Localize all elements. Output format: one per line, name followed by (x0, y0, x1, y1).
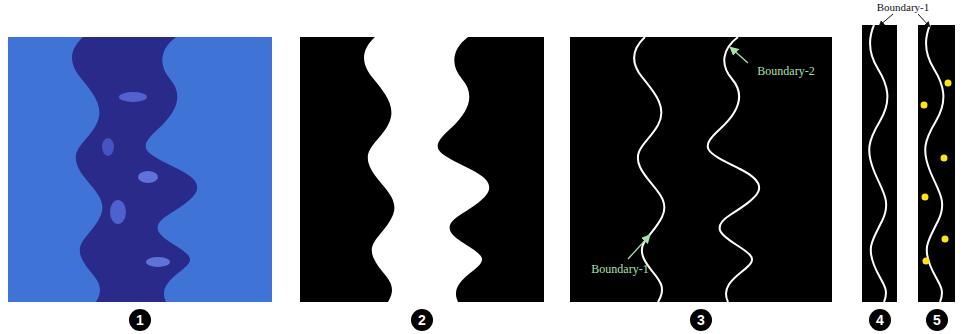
number-badge (129, 309, 151, 331)
panel-number: 2 (411, 309, 433, 331)
boundary-panel (570, 37, 832, 302)
number-badge (411, 309, 433, 331)
binary-mask (300, 37, 544, 302)
boundary-strip (862, 25, 897, 302)
panel-number: 4 (869, 309, 891, 331)
boundary-label: Boundary-1 (591, 262, 648, 276)
boundary-label: Boundary-1 (877, 1, 930, 14)
raw-image (8, 37, 272, 302)
number-badge (690, 309, 712, 331)
panel-number: 3 (690, 309, 712, 331)
panel-number: 1 (129, 309, 151, 331)
boundary-label: Boundary-2 (757, 64, 814, 78)
number-badge (926, 309, 948, 331)
panel-number: 5 (926, 309, 948, 331)
extrema-strip (918, 25, 955, 302)
number-badge (869, 309, 891, 331)
